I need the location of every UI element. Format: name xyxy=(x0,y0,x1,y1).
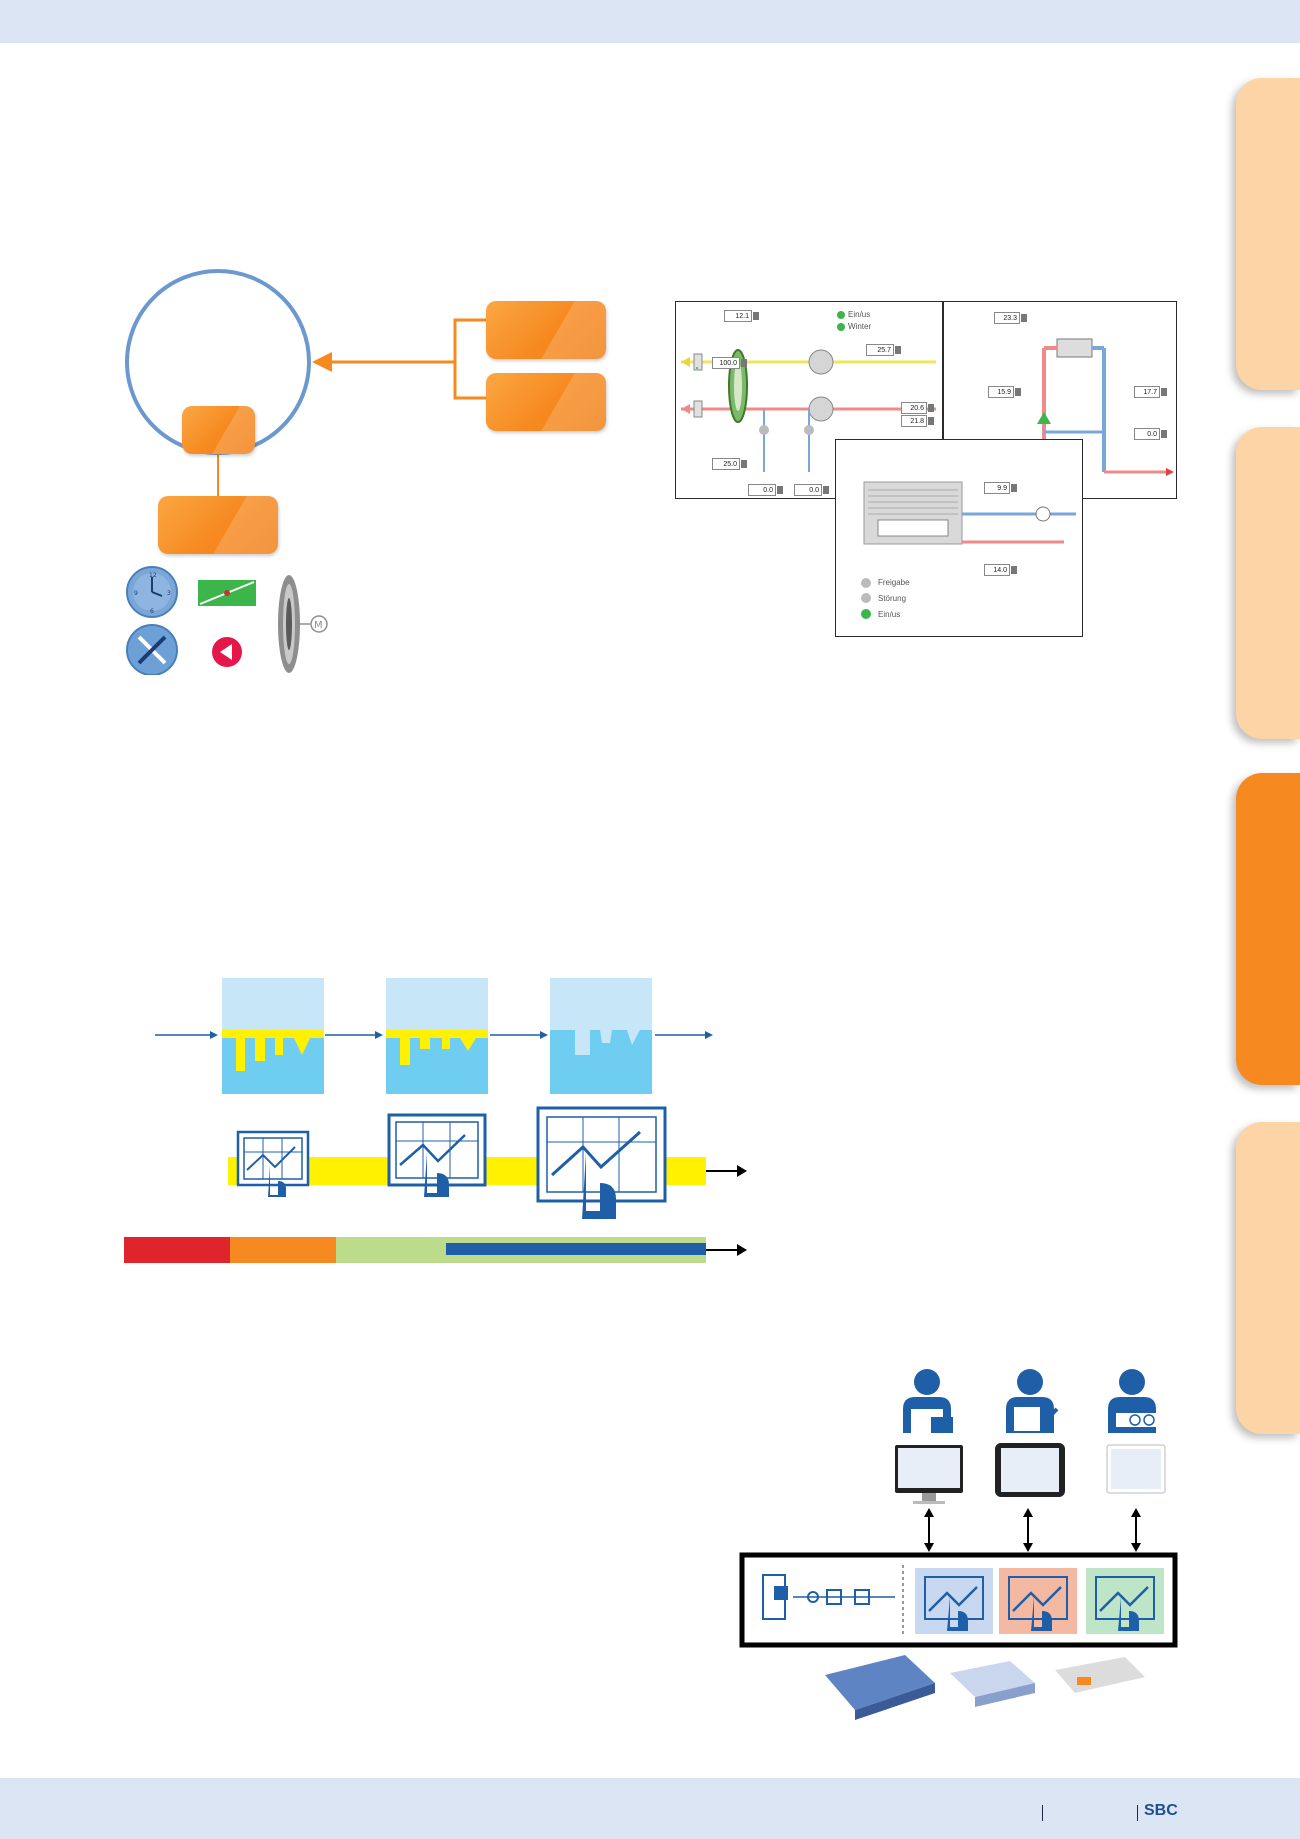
clock-icon: 12 3 6 9 xyxy=(126,566,178,618)
footer-separator-2 xyxy=(1137,1805,1138,1821)
heating-value-4[interactable]: 0.0 xyxy=(1134,428,1167,440)
hmi-template-green xyxy=(1086,1568,1164,1634)
chiller-status-release: Freigabe xyxy=(878,578,910,587)
heating-value-3[interactable]: 17.7 xyxy=(1134,386,1167,398)
object-box-lower[interactable] xyxy=(158,496,278,554)
object-template-diagram xyxy=(125,269,486,497)
svg-text:M: M xyxy=(314,620,323,631)
user-icon-facility xyxy=(903,1369,953,1433)
touch-panel-device-icon xyxy=(1106,1444,1166,1494)
template-box-1[interactable] xyxy=(486,301,606,359)
svg-text:3: 3 xyxy=(167,590,171,597)
ahu-value-3[interactable]: 100.0 xyxy=(712,357,747,369)
hmi-template-blue xyxy=(915,1568,993,1634)
damper-icon xyxy=(198,580,256,606)
engineering-effort-diagram xyxy=(124,978,747,1263)
top-banner xyxy=(0,0,1300,43)
heat-wheel-icon: M xyxy=(278,575,328,673)
template-box-2[interactable] xyxy=(486,373,606,431)
chiller-schematic xyxy=(861,481,1076,619)
water-tank-1 xyxy=(222,978,324,1094)
desktop-monitor-icon xyxy=(895,1445,963,1504)
object-box-inner[interactable] xyxy=(182,406,255,454)
heating-value-1[interactable]: 23.3 xyxy=(994,312,1027,324)
phase-band xyxy=(124,1237,706,1263)
ahu-value-4[interactable]: 20.6 xyxy=(901,402,934,414)
water-tank-2 xyxy=(386,978,488,1094)
chapter-tab-3-active[interactable] xyxy=(1236,773,1300,1085)
user-icon-technician xyxy=(1006,1369,1059,1433)
touch-panel-icon-small xyxy=(236,1130,310,1197)
arrow-right-icon-2 xyxy=(737,1244,747,1256)
ahu-value-8[interactable]: 0.0 xyxy=(794,484,829,496)
ahu-value-2[interactable]: 25.7 xyxy=(866,344,901,356)
chiller-status-fault: Störung xyxy=(878,594,907,603)
chiller-value-2[interactable]: 14.0 xyxy=(984,564,1017,576)
hmi-chiller-panel: 9.9 14.0 Freigabe Störung Ein/us xyxy=(835,439,1083,637)
ahu-value-7[interactable]: 0.0 xyxy=(748,484,783,496)
bidirectional-arrows xyxy=(928,1513,1137,1547)
logic-program-icon xyxy=(762,1574,895,1620)
chapter-tab-4[interactable] xyxy=(1236,1122,1300,1434)
function-icons: 12 3 6 9 M xyxy=(126,566,328,675)
chapter-tab-1[interactable] xyxy=(1236,78,1300,390)
touch-panel-icon-medium xyxy=(387,1113,487,1197)
connector-bracket xyxy=(453,318,486,400)
ahu-status-2: Winter xyxy=(848,322,872,331)
arrow-head xyxy=(312,352,332,372)
brand-logo: SBC xyxy=(1144,1802,1178,1819)
ahu-status-1: Ein/us xyxy=(848,310,871,319)
water-tank-3 xyxy=(550,978,652,1094)
svg-text:12: 12 xyxy=(149,572,157,579)
touch-panel-icon-large xyxy=(536,1106,667,1219)
svg-text:6: 6 xyxy=(150,608,154,615)
ahu-value-1[interactable]: 12.1 xyxy=(724,310,759,322)
arrow-right-icon xyxy=(737,1165,747,1177)
chiller-value-1[interactable]: 9.9 xyxy=(984,482,1017,494)
footer-separator xyxy=(1042,1805,1043,1821)
svg-text:9: 9 xyxy=(134,590,138,597)
arrows-flow xyxy=(155,1031,713,1039)
pcd-controller-hardware xyxy=(825,1655,1145,1720)
tablet-icon xyxy=(995,1443,1065,1497)
heating-value-2[interactable]: 15.9 xyxy=(988,386,1021,398)
ahu-value-5[interactable]: 21.8 xyxy=(901,415,934,427)
multi-user-architecture-diagram xyxy=(739,1369,1178,1720)
bottom-banner xyxy=(0,1778,1300,1839)
play-back-icon xyxy=(212,637,242,667)
hmi-template-salmon xyxy=(999,1568,1077,1634)
chiller-status-on: Ein/us xyxy=(878,610,901,619)
user-icon-operator xyxy=(1108,1369,1160,1433)
chapter-tab-2[interactable] xyxy=(1236,427,1300,739)
tools-icon xyxy=(126,624,178,675)
hmi-air-handling-panel: 12.1 25.7 100.0 20.6 21.8 25.0 0.0 0.0 E… xyxy=(675,301,943,499)
ahu-value-6[interactable]: 25.0 xyxy=(712,458,747,470)
